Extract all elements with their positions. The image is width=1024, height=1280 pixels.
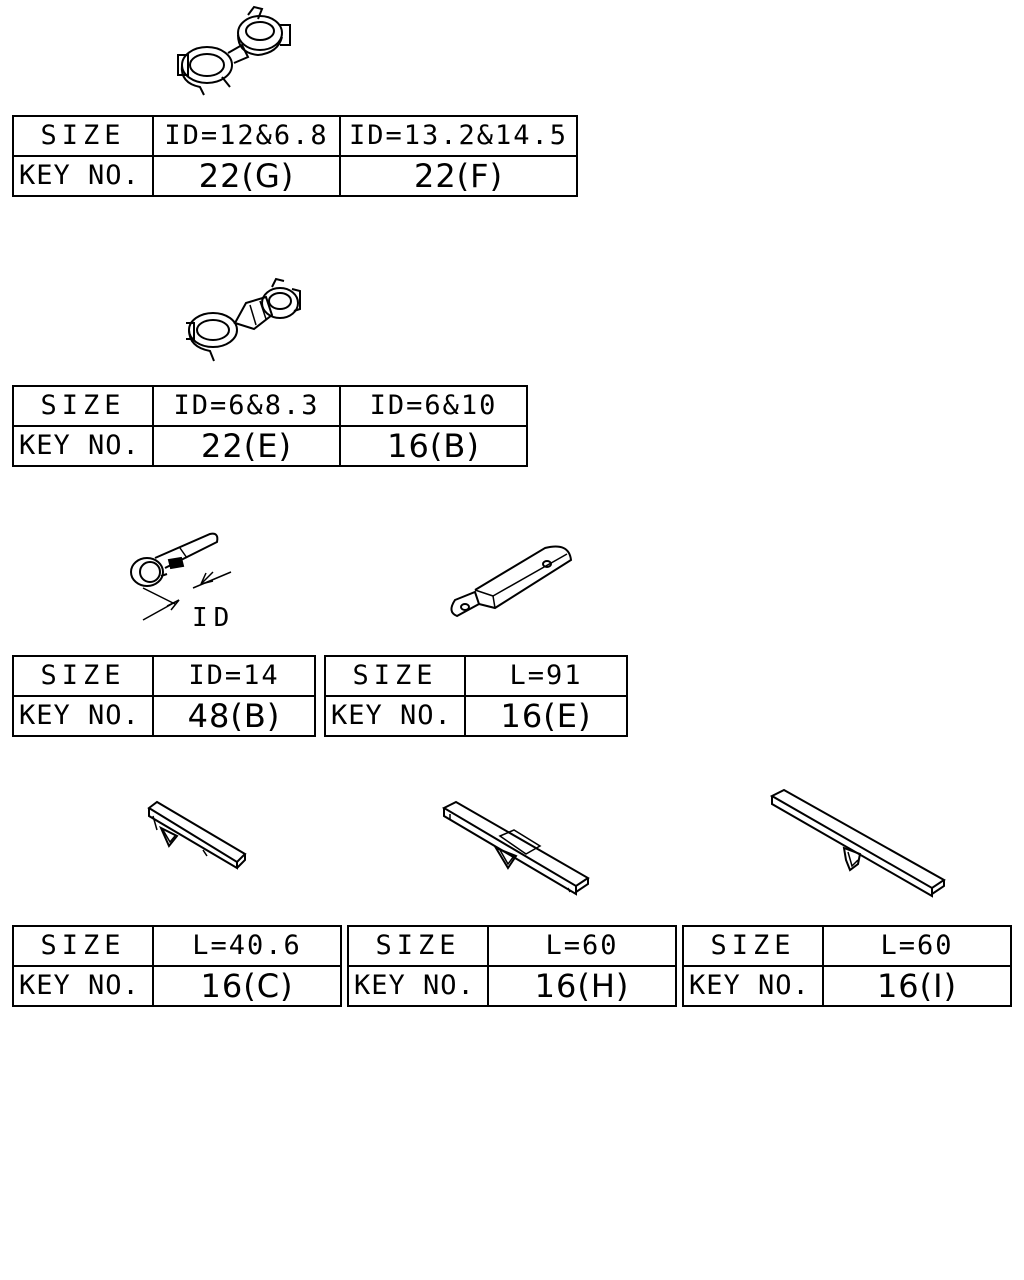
size-value: L=40.6 [152, 925, 342, 967]
key-no-label: KEY NO. [324, 695, 466, 737]
table-row: SIZE L=91 [324, 655, 628, 697]
size-value: ID=13.2&14.5 [339, 115, 578, 157]
double-clamp-drawing-2 [180, 275, 305, 365]
flat-strap-drawing [445, 542, 575, 624]
key-no-label: KEY NO. [12, 425, 154, 467]
size-value: ID=6&8.3 [152, 385, 341, 427]
table-row: SIZE L=60 [347, 925, 677, 967]
single-clamp-drawing [125, 528, 235, 628]
key-value: 22(E) [152, 425, 341, 467]
size-header: SIZE [347, 925, 489, 967]
table-row: KEY NO. 16(H) [347, 965, 677, 1007]
table-row: KEY NO. 16(C) [12, 965, 342, 1007]
table-row: KEY NO. 16(E) [324, 695, 628, 737]
size-header: SIZE [12, 925, 154, 967]
table-row: SIZE ID=6&8.3 ID=6&10 [12, 385, 528, 427]
id-dimension-label: ID [192, 603, 236, 633]
spec-table-3: SIZE ID=14 KEY NO. 48(B) [12, 655, 316, 737]
key-value: 22(F) [339, 155, 578, 197]
key-value: 22(G) [152, 155, 341, 197]
table-row: KEY NO. 22(E) 16(B) [12, 425, 528, 467]
spec-table-6: SIZE L=60 KEY NO. 16(H) [347, 925, 677, 1007]
size-value: ID=6&10 [339, 385, 528, 427]
double-clamp-drawing-1 [170, 5, 300, 100]
size-header: SIZE [324, 655, 466, 697]
key-value: 16(C) [152, 965, 342, 1007]
size-header: SIZE [12, 385, 154, 427]
key-no-label: KEY NO. [682, 965, 824, 1007]
table-row: SIZE L=60 [682, 925, 1012, 967]
size-value: L=60 [487, 925, 677, 967]
size-header: SIZE [12, 655, 154, 697]
size-value: L=60 [822, 925, 1012, 967]
key-no-label: KEY NO. [12, 155, 154, 197]
table-row: KEY NO. 16(I) [682, 965, 1012, 1007]
key-value: 16(B) [339, 425, 528, 467]
key-no-label: KEY NO. [12, 695, 154, 737]
table-row: SIZE ID=14 [12, 655, 316, 697]
key-value: 16(E) [464, 695, 628, 737]
spec-table-7: SIZE L=60 KEY NO. 16(I) [682, 925, 1012, 1007]
key-value: 48(B) [152, 695, 316, 737]
size-value: L=91 [464, 655, 628, 697]
medium-clip-bar-drawing [440, 800, 590, 895]
key-value: 16(H) [487, 965, 677, 1007]
key-no-label: KEY NO. [347, 965, 489, 1007]
key-value: 16(I) [822, 965, 1012, 1007]
table-row: SIZE ID=12&6.8 ID=13.2&14.5 [12, 115, 578, 157]
size-value: ID=12&6.8 [152, 115, 341, 157]
short-clip-bar-drawing [143, 800, 248, 870]
table-row: KEY NO. 48(B) [12, 695, 316, 737]
size-header: SIZE [682, 925, 824, 967]
spec-table-2: SIZE ID=6&8.3 ID=6&10 KEY NO. 22(E) 16(B… [12, 385, 528, 467]
size-value: ID=14 [152, 655, 316, 697]
spec-table-1: SIZE ID=12&6.8 ID=13.2&14.5 KEY NO. 22(G… [12, 115, 578, 197]
long-clip-bar-drawing [768, 790, 948, 900]
table-row: KEY NO. 22(G) 22(F) [12, 155, 578, 197]
spec-table-4: SIZE L=91 KEY NO. 16(E) [324, 655, 628, 737]
key-no-label: KEY NO. [12, 965, 154, 1007]
spec-table-5: SIZE L=40.6 KEY NO. 16(C) [12, 925, 342, 1007]
table-row: SIZE L=40.6 [12, 925, 342, 967]
size-header: SIZE [12, 115, 154, 157]
